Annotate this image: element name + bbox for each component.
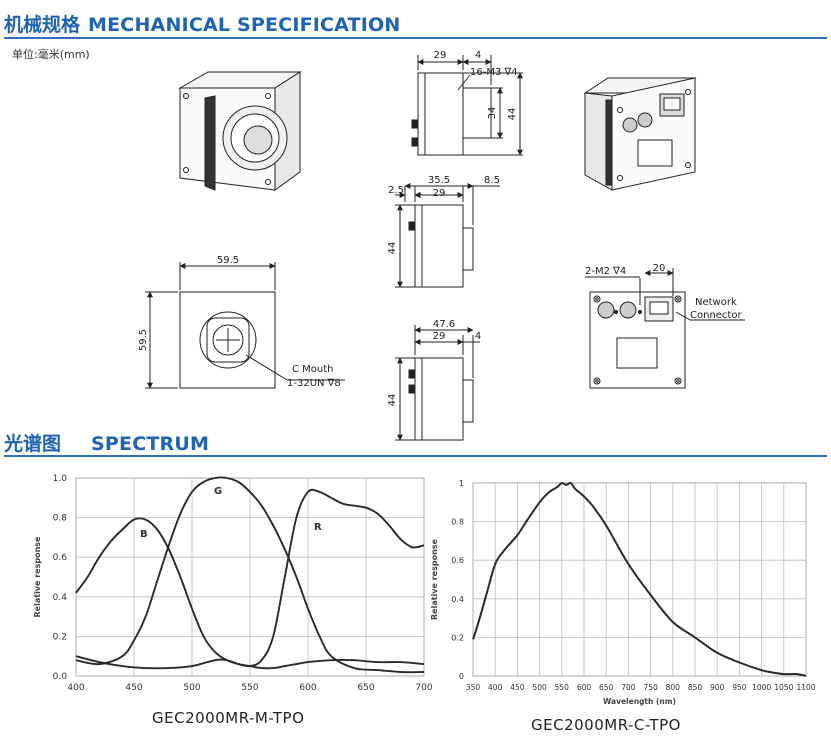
front-view xyxy=(145,262,345,389)
chart-1-x-tick-label: 400 xyxy=(67,683,84,693)
dim-side-bot-w3: 4 xyxy=(475,331,481,342)
dim-side-top-h1: 34 xyxy=(487,107,498,120)
dim-front-h: 59.5 xyxy=(138,329,149,351)
chart-1-y-tick-label: 0.4 xyxy=(53,593,68,603)
chart-2-x-tick-label: 900 xyxy=(710,683,725,692)
chart-2-x-tick-label: 600 xyxy=(577,683,592,692)
chart-1-series-label: B xyxy=(140,529,148,540)
chart-1-y-tick-label: 0.2 xyxy=(53,632,67,642)
dim-side-top-w1: 29 xyxy=(434,50,447,61)
side-view-3 xyxy=(395,325,480,441)
side-view-2 xyxy=(395,183,500,288)
dim-side-mid-w1: 35.5 xyxy=(428,175,450,186)
dim-side-top-thread: 16-M3 ∇4 xyxy=(470,67,518,78)
chart-2-y-tick-label: 0.8 xyxy=(451,518,464,527)
back-view xyxy=(585,268,745,389)
chart-1-series-G xyxy=(75,476,425,674)
spectrum-rule xyxy=(4,455,827,457)
label-c-mouth-1: C Mouth xyxy=(292,364,334,375)
dim-side-top-w2: 4 xyxy=(475,50,481,61)
chart-1-y-tick-label: 0.8 xyxy=(53,514,68,524)
chart-1-series-B xyxy=(75,517,425,670)
chart-2-x-tick-label: 1000 xyxy=(752,683,771,692)
chart-1-x-tick-label: 650 xyxy=(357,683,374,693)
chart-1-x-tick-label: 700 xyxy=(415,683,432,693)
chart-2-y-tick-label: 0.2 xyxy=(451,633,464,642)
chart-2-series-line xyxy=(472,481,807,677)
chart-2-x-tick-label: 550 xyxy=(555,683,570,692)
chart-2-y-tick-label: 0.6 xyxy=(451,556,464,565)
chart-2-x-tick-label: 750 xyxy=(643,683,658,692)
dim-side-mid-w0: 2.5 xyxy=(388,185,404,196)
chart-1-x-tick-label: 600 xyxy=(299,683,316,693)
label-network-1: Network xyxy=(695,297,737,308)
chart-2-x-tick-label: 400 xyxy=(488,683,503,692)
chart-1-y-axis-label: Relative response xyxy=(33,536,42,618)
chart1-caption: GEC2000MR-M-TPO xyxy=(152,709,305,727)
dim-side-mid-w2: 29 xyxy=(433,188,446,199)
chart-1-x-tick-label: 550 xyxy=(241,683,258,693)
dim-back-w: 20 xyxy=(653,263,666,274)
dim-side-bot-w1: 47.6 xyxy=(433,319,455,330)
spectrum-title-en: SPECTRUM xyxy=(91,433,210,455)
dim-side-bot-w2: 29 xyxy=(433,331,446,342)
chart2-caption: GEC2000MR-C-TPO xyxy=(531,716,681,734)
chart-1-y-tick-label: 0.0 xyxy=(53,672,68,682)
camera-iso-back xyxy=(583,77,697,191)
chart-2-x-tick-label: 350 xyxy=(466,683,481,692)
label-network-2: Connector xyxy=(690,310,742,321)
dim-front-w: 59.5 xyxy=(217,255,239,266)
chart-2-x-tick-label: 1100 xyxy=(796,683,815,692)
dim-side-mid-w3: 8.5 xyxy=(484,175,500,186)
chart-2-x-tick-label: 650 xyxy=(599,683,614,692)
chart-2-x-tick-label: 450 xyxy=(510,683,525,692)
mechanical-title: 机械规格 MECHANICAL SPECIFICATION xyxy=(4,10,401,37)
label-c-mouth-2: 1-32UN ∇8 xyxy=(287,378,341,389)
chart-1-x-tick-label: 500 xyxy=(183,683,200,693)
chart-2-x-tick-label: 850 xyxy=(688,683,703,692)
spectrum-title: 光谱图 SPECTRUM xyxy=(4,429,209,456)
chart-1: 400 450 500 550 600 650 700 0.0 0.2 0.4 0.6 0.8 1.0R… xyxy=(33,474,433,693)
chart-1-series-label: G xyxy=(214,486,222,497)
chart-2-y-axis-label: Relative response xyxy=(430,538,439,620)
spectrum-title-cn: 光谱图 xyxy=(4,433,62,455)
chart-2: 350 400 450 500 550 600 650 700 750 800 850 900 950 1… xyxy=(430,479,816,706)
chart-1-y-tick-label: 1.0 xyxy=(53,474,68,484)
chart-2-y-tick-label: 1 xyxy=(459,479,464,488)
chart-1-series-R xyxy=(75,488,425,670)
chart-2-y-tick-label: 0.4 xyxy=(451,595,464,604)
dim-back-thread: 2-M2 ∇4 xyxy=(585,266,626,277)
chart-2-x-tick-label: 500 xyxy=(532,683,547,692)
chart-2-x-tick-label: 950 xyxy=(732,683,747,692)
mechanical-title-en: MECHANICAL SPECIFICATION xyxy=(88,14,401,36)
side-view-1 xyxy=(411,55,523,156)
mechanical-title-cn: 机械规格 xyxy=(4,14,81,36)
chart-1-x-tick-label: 450 xyxy=(125,683,142,693)
dim-side-bot-h: 44 xyxy=(387,394,398,407)
dim-side-mid-h: 44 xyxy=(387,242,398,255)
camera-iso-front xyxy=(178,71,302,191)
mechanical-rule xyxy=(4,37,827,39)
chart-2-y-tick-label: 0 xyxy=(459,672,464,681)
chart-1-y-tick-label: 0.6 xyxy=(53,553,68,563)
chart-2-x-tick-label: 1050 xyxy=(774,683,793,692)
chart-1-series-label: R xyxy=(314,522,322,533)
unit-label: 单位:毫米(mm) xyxy=(12,48,90,61)
dim-side-top-h2: 44 xyxy=(507,108,518,121)
chart-2-x-axis-label: Wavelength (nm) xyxy=(603,697,676,706)
chart-2-x-tick-label: 800 xyxy=(666,683,681,692)
chart-2-x-tick-label: 700 xyxy=(621,683,636,692)
